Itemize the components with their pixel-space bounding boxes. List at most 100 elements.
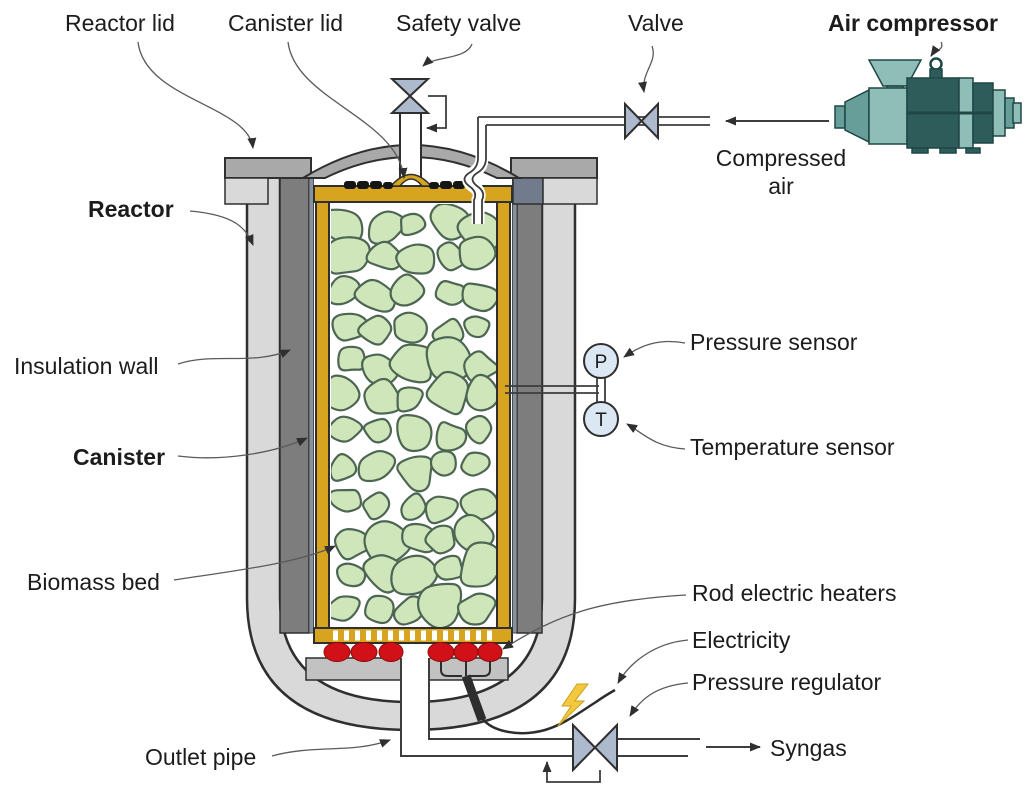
canister-lid xyxy=(313,185,513,203)
biomass-rock xyxy=(459,488,496,521)
electricity-wire xyxy=(480,688,616,735)
label-outlet-pipe: Outlet pipe xyxy=(145,744,256,770)
biomass-rock xyxy=(434,280,466,306)
insulation-wall-right xyxy=(516,175,543,634)
perforation-slot xyxy=(344,630,349,641)
reactor-lid-flange-left xyxy=(224,157,312,179)
biomass-rock xyxy=(424,495,459,525)
safety-valve-feedback-line xyxy=(426,95,447,133)
insulation-wall-left xyxy=(279,175,310,634)
lightning-bolt-icon xyxy=(557,683,590,727)
biomass-rock xyxy=(367,210,407,245)
leader-valve xyxy=(638,45,654,93)
label-valve: Valve xyxy=(628,10,684,36)
flange-underside-right-block xyxy=(512,177,544,205)
leader-lines xyxy=(137,41,943,757)
leader-insulation-wall xyxy=(177,349,291,365)
biomass-rock xyxy=(331,208,364,244)
flange-underside-right xyxy=(542,177,598,205)
biomass-rock xyxy=(460,451,491,477)
leader-pressure-regulator xyxy=(629,682,689,717)
label-canister: Canister xyxy=(73,444,165,470)
biomass-rock xyxy=(331,595,361,622)
leader-reactor-lid xyxy=(137,41,257,149)
liner-left xyxy=(308,175,314,634)
leader-outlet-pipe xyxy=(271,739,391,757)
outlet-pipe-walls xyxy=(428,658,573,740)
perforation-slot xyxy=(388,630,393,641)
label-rod-electric-heaters: Rod electric heaters xyxy=(692,580,897,606)
pressure-regulator-valve xyxy=(572,722,618,773)
label-compressed-air-line2: air xyxy=(768,173,794,199)
canister-wall-right xyxy=(496,199,511,631)
biomass-rock xyxy=(400,492,427,521)
regulator-feedback-line xyxy=(542,761,601,783)
biomass-rock xyxy=(425,370,470,416)
biomass-rock xyxy=(362,417,393,444)
label-safety-valve: Safety valve xyxy=(396,10,521,36)
biomass-rock xyxy=(461,282,496,313)
biomass-rock xyxy=(389,273,426,307)
perforation-holes xyxy=(333,630,492,641)
air-tube-cover xyxy=(462,150,489,224)
biomass-rock xyxy=(396,413,433,453)
biomass-rock xyxy=(433,554,465,581)
biomass-rock xyxy=(362,491,391,521)
perforation-slot xyxy=(443,630,448,641)
air-flex-tube xyxy=(463,150,487,224)
biomass-rock xyxy=(458,235,496,271)
biomass-rock xyxy=(331,488,363,513)
leader-biomass-bed xyxy=(173,545,336,581)
inlet-valve xyxy=(624,101,659,141)
perforation-slot xyxy=(355,630,360,641)
biomass-rock xyxy=(429,450,457,477)
perforation-slot xyxy=(421,630,426,641)
label-pressure-regulator: Pressure regulator xyxy=(692,669,882,695)
label-insulation-wall: Insulation wall xyxy=(14,353,158,379)
temperature-sensor-letter: T xyxy=(595,410,607,431)
label-electricity: Electricity xyxy=(692,627,791,653)
biomass-rock xyxy=(335,562,367,588)
leader-rod-heaters xyxy=(502,594,687,650)
biomass-rock xyxy=(363,377,403,415)
biomass-rock xyxy=(396,386,424,413)
biomass-rock xyxy=(463,315,491,339)
reactor-lid-dome xyxy=(299,144,523,179)
leader-pressure-sensor xyxy=(623,340,686,358)
air-inlet-pipe xyxy=(477,116,710,152)
outlet-channel-punch xyxy=(400,644,430,756)
pressure-sensor-gauge xyxy=(583,343,619,379)
biomass-rock xyxy=(357,449,397,483)
biomass-rock xyxy=(464,414,493,445)
liner-right xyxy=(512,175,518,634)
biomass-rock xyxy=(416,582,463,627)
biomass-rock xyxy=(364,594,395,625)
perforation-slot xyxy=(333,630,338,641)
label-reactor-lid: Reactor lid xyxy=(65,10,175,36)
leader-electricity xyxy=(617,639,689,684)
label-compressed-air-line1: Compressed xyxy=(716,145,846,171)
perforation-slot xyxy=(476,630,481,641)
label-canister-lid: Canister lid xyxy=(228,10,343,36)
perforation-slot xyxy=(465,630,470,641)
biomass-rock xyxy=(459,541,496,588)
sensor-piping xyxy=(505,376,606,404)
perforation-slot xyxy=(366,630,371,641)
leader-safety-valve xyxy=(422,43,473,67)
perforation-slot xyxy=(454,630,459,641)
leader-air-compressor xyxy=(930,41,943,57)
biomass-rock xyxy=(424,524,456,555)
biomass-rock xyxy=(353,278,397,313)
label-reactor: Reactor xyxy=(88,196,174,222)
label-temperature-sensor: Temperature sensor xyxy=(690,434,895,460)
safety-valve xyxy=(389,78,431,114)
perforation-slot xyxy=(487,630,492,641)
pressure-sensor-letter: P xyxy=(595,352,608,373)
perforation-slot xyxy=(377,630,382,641)
biomass-rock xyxy=(331,415,364,443)
leader-canister-lid xyxy=(287,41,408,179)
reactor-lid-flange-right xyxy=(510,157,598,179)
biomass-rock xyxy=(396,455,433,493)
